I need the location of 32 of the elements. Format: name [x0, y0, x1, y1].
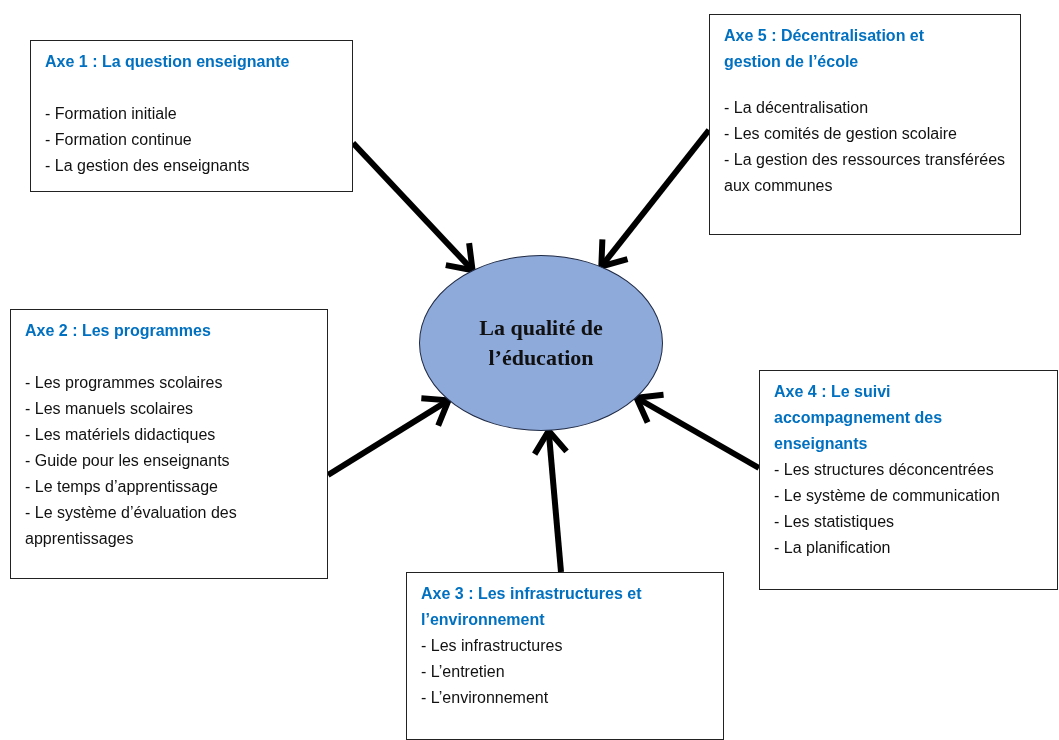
arrow: [633, 391, 761, 471]
axis-box: [406, 572, 724, 740]
axis-heading: Axe 5 : Décentralisation et gestion de l’école: [724, 26, 926, 72]
axis-heading: Axe 4 : Le suivi accompagnement des enseignants: [774, 382, 944, 454]
list-item: - La décentralisation: [724, 98, 870, 118]
list-item: - Les infrastructures: [421, 636, 564, 656]
list-item: - Les matériels didactiques: [25, 425, 217, 445]
axis-heading: Axe 3 : Les infrastructures et l’environnement: [421, 584, 643, 630]
list-item: - L’entretien: [421, 662, 506, 682]
list-item: - Le temps d’apprentissage: [25, 477, 219, 497]
list-item: - La gestion des enseignants: [45, 156, 251, 176]
axis-box: [10, 309, 328, 579]
axis-box: [759, 370, 1058, 590]
list-item: - La planification: [774, 538, 892, 558]
list-item: - Les manuels scolaires: [25, 399, 195, 419]
list-item: - Les structures déconcentrées: [774, 460, 995, 480]
list-item: - La gestion des ressources transférées aux communes: [724, 150, 1007, 196]
central-title: La qualité de l’éducation: [478, 314, 604, 372]
axis-box: [30, 40, 353, 192]
axis-box: [709, 14, 1021, 235]
list-item: - Guide pour les enseignants: [25, 451, 231, 471]
axis-heading: Axe 2 : Les programmes: [25, 321, 212, 341]
list-item: - Le système d’évaluation des apprentissages: [25, 503, 238, 549]
list-item: - Formation initiale: [45, 104, 178, 124]
list-item: - Les programmes scolaires: [25, 373, 224, 393]
list-item: - Formation continue: [45, 130, 193, 150]
list-item: - Les comités de gestion scolaire: [724, 124, 958, 144]
list-item: - Le système de communication: [774, 486, 1001, 506]
list-item: - Les statistiques: [774, 512, 896, 532]
arrow: [326, 395, 452, 478]
list-item: - L’environnement: [421, 688, 550, 708]
axis-heading: Axe 1 : La question enseignante: [45, 52, 291, 72]
